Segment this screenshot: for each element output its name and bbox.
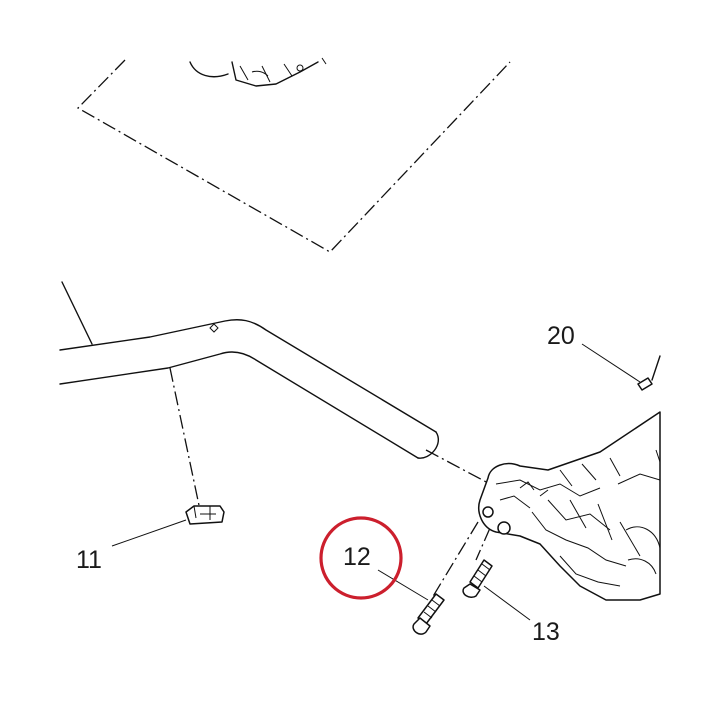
assembly-axes bbox=[169, 367, 491, 599]
callout-20: 20 bbox=[547, 322, 575, 350]
handlebar-tube bbox=[59, 319, 439, 459]
callout-11: 11 bbox=[76, 546, 102, 574]
assembly-boundary bbox=[76, 59, 511, 253]
callout-13: 13 bbox=[532, 618, 560, 646]
highlight-ring bbox=[319, 516, 403, 600]
callout-12: 12 bbox=[343, 543, 371, 571]
handlebar-clamp-housing bbox=[478, 355, 661, 601]
part-20-pin bbox=[637, 377, 653, 391]
upper-component-fragment bbox=[189, 57, 327, 87]
part-11-clip bbox=[185, 505, 225, 525]
leader-lines bbox=[111, 343, 641, 621]
part-12-screw bbox=[412, 593, 445, 635]
cable bbox=[61, 281, 93, 345]
part-13-screw bbox=[462, 559, 493, 599]
